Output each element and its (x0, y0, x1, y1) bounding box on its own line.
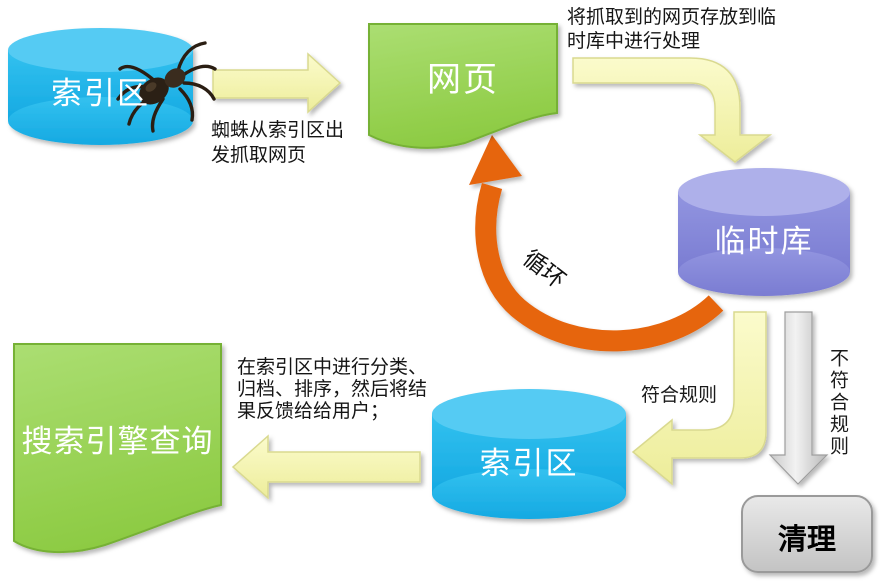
webpage-label: 网页 (427, 61, 499, 99)
cleanup-label: 清理 (777, 524, 836, 556)
cleanup-box (741, 495, 873, 573)
no-match-rule-label: 不符合规则 (827, 348, 848, 458)
webpage-document-shape (368, 23, 558, 149)
store-annotation: 将抓取到的网页存放到临时库中进行处理 (567, 7, 777, 52)
feedback-arrow (231, 434, 421, 500)
match-rule-label: 符合规则 (641, 385, 718, 406)
index-area-top-label: 索引区 (51, 76, 150, 111)
temp-db-label: 临时库 (714, 224, 814, 259)
no-match-arrow (768, 311, 829, 485)
index-area-cylinder-bottom (432, 389, 626, 519)
loop-arrow (469, 135, 724, 352)
search-query-label: 搜索引擎查询 (21, 424, 214, 459)
spider-icon (116, 41, 217, 133)
spider-annotation: 蜘蛛从索引区出发抓取网页 (211, 120, 345, 166)
index-area-bottom-label: 索引区 (479, 446, 579, 481)
match-bent-arrow (631, 311, 767, 486)
search-query-document-shape (13, 343, 222, 554)
store-bent-arrow (572, 57, 773, 163)
temp-db-cylinder (678, 168, 850, 296)
feedback-annotation: 在索引区中进行分类、归档、排序，然后将结果反馈给给用户； (237, 357, 428, 422)
crawl-arrow (212, 52, 342, 114)
